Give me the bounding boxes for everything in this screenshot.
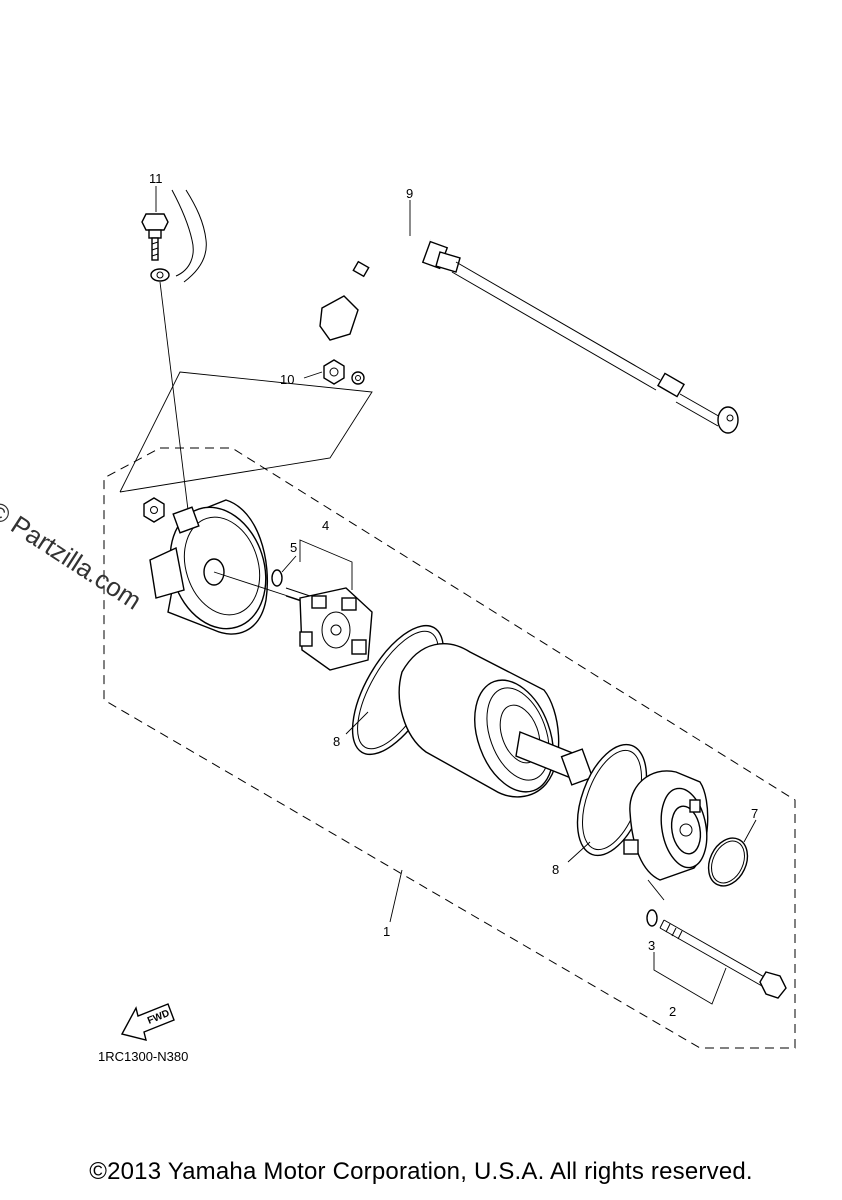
starter-rear-cover	[149, 499, 269, 635]
ground-cable	[150, 189, 207, 283]
callout-8-lower: 8	[552, 862, 559, 877]
callout-4: 4	[322, 518, 329, 533]
callout-2: 2	[669, 1004, 676, 1019]
leader-10	[303, 371, 323, 379]
callout-8-upper: 8	[333, 734, 340, 749]
bolt-axis-line	[159, 281, 189, 511]
bracket-cover-group	[119, 371, 373, 493]
part-10-nut[interactable]	[323, 359, 365, 385]
leader-8-upper	[345, 711, 369, 735]
part-9-starter-cable[interactable]	[319, 232, 739, 434]
part-4-brush-holder[interactable]	[285, 587, 373, 671]
leader-8-lower	[567, 841, 591, 863]
assembly-boundary	[103, 447, 796, 1049]
callout-10: 10	[280, 372, 294, 387]
leader-5	[281, 555, 297, 573]
callout-3: 3	[648, 938, 655, 953]
bracket-2	[653, 952, 727, 1005]
callout-5: 5	[290, 540, 297, 555]
diagram-code: 1RC1300-N380	[98, 1049, 189, 1064]
leader-7	[743, 819, 757, 843]
part-3-o-ring[interactable]	[646, 909, 658, 927]
part-5-o-ring[interactable]	[271, 569, 283, 587]
cover-terminal-nut	[143, 497, 165, 523]
starter-yoke	[398, 643, 594, 798]
part-11-bolt[interactable]	[141, 213, 169, 261]
fwd-arrow-icon	[120, 1003, 175, 1041]
callout-1: 1	[383, 924, 390, 939]
leader-1	[389, 869, 403, 923]
part-7-o-ring[interactable]	[701, 832, 755, 893]
callout-11: 11	[149, 171, 163, 186]
bracket-4	[299, 539, 353, 590]
callout-9: 9	[406, 186, 413, 201]
starter-front-cover	[623, 770, 709, 881]
callout-7: 7	[751, 806, 758, 821]
part-2-through-bolt[interactable]	[659, 919, 787, 999]
leader-3	[647, 879, 665, 901]
copyright-notice: ©2013 Yamaha Motor Corporation, U.S.A. A…	[89, 1158, 753, 1185]
armature-axis-line	[213, 571, 301, 601]
